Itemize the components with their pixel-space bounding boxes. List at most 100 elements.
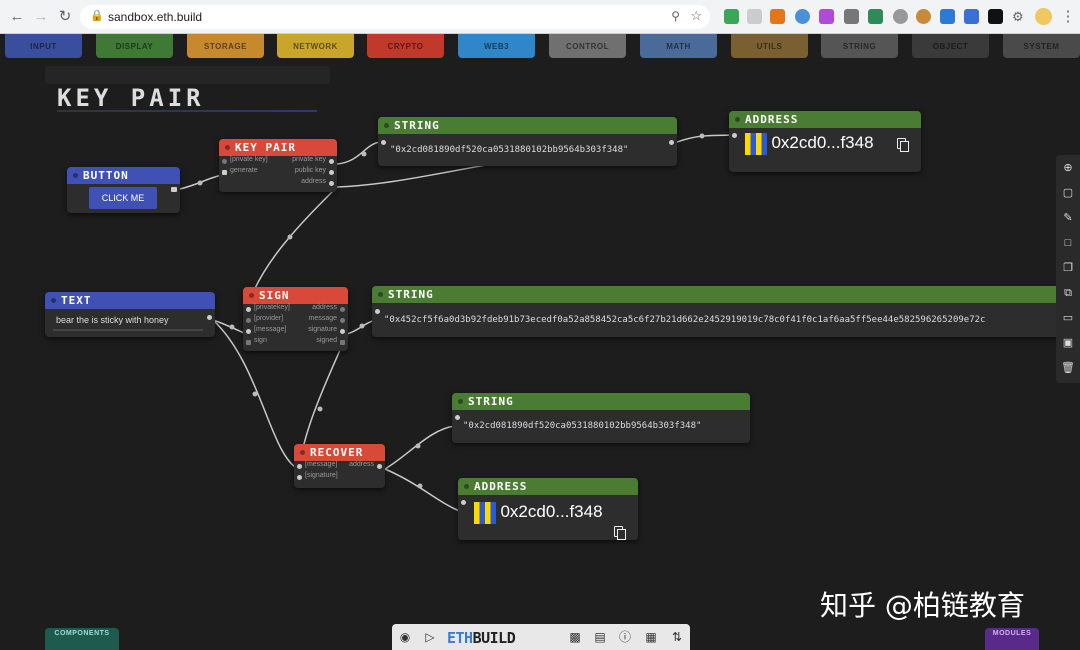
qr-code-icon[interactable]: ▦ [645, 630, 657, 644]
string2-value[interactable]: "0x452cf5f6a0d3b92fdeb91b73ecedf0a52a858… [384, 315, 986, 325]
click-me-button[interactable]: CLICK ME [89, 187, 157, 209]
sign-node[interactable]: SIGN [privatekey]address [provider]messa… [243, 287, 348, 351]
menu-tab-display[interactable]: DISPLAY [96, 34, 173, 58]
address2-node-title[interactable]: ADDRESS [458, 478, 638, 495]
menu-tab-storage[interactable]: STORAGE [187, 34, 264, 58]
eye-icon[interactable]: ◉ [399, 630, 411, 644]
pencil-icon[interactable]: ✎ [1063, 212, 1073, 224]
sign-node-title[interactable]: SIGN [243, 287, 348, 304]
address-node-2[interactable]: ADDRESS 0x2cd0...f348 [458, 478, 638, 540]
sort-arrows-icon[interactable]: ⇅ [671, 630, 683, 644]
address-bar[interactable]: 🔒 sandbox.eth.build ⚲ ☆ [80, 5, 710, 29]
lock-icon: 🔒 [90, 10, 104, 22]
select-icon[interactable]: □ [1064, 237, 1072, 249]
button-output-port[interactable] [171, 187, 177, 192]
window-icon[interactable]: ▤ [594, 630, 606, 644]
dark-extension-icon[interactable] [988, 9, 1003, 24]
keypair-node[interactable]: KEY PAIR [private key]private key genera… [219, 139, 337, 192]
keypair-node-title[interactable]: KEY PAIR [219, 139, 337, 156]
menu-tab-math[interactable]: MATH [640, 34, 717, 58]
duplicate-icon[interactable]: ⧉ [1064, 287, 1072, 299]
comment-icon[interactable]: ▭ [1062, 312, 1074, 324]
wire-recover-string [384, 425, 456, 470]
forward-icon[interactable]: → [33, 8, 49, 25]
expand-icon[interactable]: ▢ [1062, 187, 1074, 199]
address-node-1[interactable]: ADDRESS 0x2cd0...f348 [729, 111, 921, 172]
address2-value[interactable]: 0x2cd0...f348 [500, 502, 603, 522]
cookie-extension-icon[interactable] [916, 9, 931, 24]
qr-extension-icon[interactable] [844, 9, 859, 24]
string3-node-title[interactable]: STRING [452, 393, 750, 410]
calendar-extension-icon[interactable] [964, 9, 979, 24]
string1-node-title[interactable]: STRING [378, 117, 677, 134]
v-extension-icon[interactable] [940, 9, 955, 24]
recover-node[interactable]: RECOVER [message] address [signature] [294, 444, 385, 488]
bookmark-star-icon[interactable]: ☆ [690, 8, 702, 23]
more-menu-icon[interactable]: ⋮ [1060, 8, 1076, 25]
wire-privatekey-string [336, 141, 381, 165]
page-title: KEY PAIR [57, 84, 205, 112]
reload-icon[interactable]: ↻ [58, 8, 72, 25]
star-extension-icon[interactable] [819, 9, 834, 24]
leaf-extension-icon[interactable] [868, 9, 883, 24]
evernote-extension-icon[interactable] [724, 9, 739, 24]
text-input-value[interactable]: bear the is sticky with honey [56, 315, 169, 325]
address2-identicon [474, 502, 496, 524]
keypair-input-privatekey: [private key] [230, 156, 268, 163]
sign-output-message: message [308, 315, 337, 322]
modules-tab[interactable]: MODULES [985, 628, 1039, 650]
back-icon[interactable]: ← [9, 8, 25, 25]
wire-string-address [676, 134, 732, 143]
text-node[interactable]: TEXT bear the is sticky with honey [45, 292, 215, 337]
button-node[interactable]: BUTTON CLICK ME [67, 167, 180, 213]
trash-icon[interactable]: 🗑 [1061, 362, 1075, 374]
string-node-signature[interactable]: STRING "0x452cf5f6a0d3b92fdeb91b73ecedf0… [372, 286, 1062, 337]
components-tab[interactable]: COMPONENTS [45, 628, 119, 650]
shield-extension-icon[interactable] [747, 9, 762, 24]
eth-build-logo[interactable]: ETHBUILD [447, 629, 516, 647]
text-input-underline [53, 329, 203, 331]
menu-tab-object[interactable]: OBJECT [912, 34, 989, 58]
save-icon[interactable]: ▩ [569, 630, 581, 644]
menu-tab-input[interactable]: INPUT [5, 34, 82, 58]
menu-tab-string[interactable]: STRING [821, 34, 898, 58]
metamask-extension-icon[interactable] [770, 9, 785, 24]
text-node-title[interactable]: TEXT [45, 292, 215, 309]
play-icon[interactable]: ▷ [425, 630, 435, 644]
copy-icon[interactable] [614, 526, 626, 540]
string1-value[interactable]: "0x2cd081890df520ca0531880102bb9564b303f… [390, 145, 629, 155]
string2-node-title[interactable]: STRING [372, 286, 1062, 303]
menu-tab-crypto[interactable]: CRYPTO [367, 34, 444, 58]
add-circle-icon[interactable]: ⊕ [1063, 162, 1073, 174]
title-underline [57, 110, 317, 112]
recover-input-message: [message] [305, 461, 338, 468]
keypair-output-privatekey: private key [292, 156, 326, 163]
at-extension-icon[interactable] [795, 9, 810, 24]
address1-value[interactable]: 0x2cd0...f348 [771, 133, 874, 153]
avatar[interactable] [1035, 8, 1052, 25]
circle-extension-icon[interactable] [893, 9, 908, 24]
info-icon[interactable]: ⓘ [618, 630, 631, 644]
zoom-icon[interactable]: ⚲ [671, 9, 680, 23]
puzzle-extension-icon[interactable]: ⚙ [1012, 9, 1024, 24]
recover-node-title[interactable]: RECOVER [294, 444, 385, 461]
address1-node-title[interactable]: ADDRESS [729, 111, 921, 128]
string-node-recovered[interactable]: STRING "0x2cd081890df520ca0531880102bb95… [452, 393, 750, 443]
frame-icon[interactable]: ▣ [1062, 337, 1074, 349]
menu-tab-control[interactable]: CONTROL [549, 34, 626, 58]
button-node-title[interactable]: BUTTON [67, 167, 180, 184]
copy-icon[interactable]: ❐ [1063, 262, 1073, 274]
menu-tab-web3[interactable]: WEB3 [458, 34, 535, 58]
recover-input-signature: [signature] [305, 472, 338, 479]
menu-tab-system[interactable]: SYSTEM [1003, 34, 1080, 58]
string-node-address[interactable]: STRING "0x2cd081890df520ca0531880102bb95… [378, 117, 677, 166]
recover-output-address: address [349, 461, 374, 468]
node-canvas[interactable]: INPUT DISPLAY STORAGE NETWORK CRYPTO WEB3 CONT… [0, 34, 1080, 650]
menu-tab-network[interactable]: NETWORK [277, 34, 354, 58]
bottom-toolbar: ◉ ▷ ETHBUILD ▩ ▤ ⓘ ▦ ⇅ [392, 624, 690, 650]
menu-tab-utils[interactable]: UTILS [731, 34, 808, 58]
browser-toolbar: ← → ↻ 🔒 sandbox.eth.build ⚲ ☆ ⚙ ⋮ [0, 0, 1080, 34]
string3-value[interactable]: "0x2cd081890df520ca0531880102bb9564b303f… [463, 421, 702, 431]
sign-output-signature: signature [308, 326, 337, 333]
copy-icon[interactable] [897, 138, 909, 152]
